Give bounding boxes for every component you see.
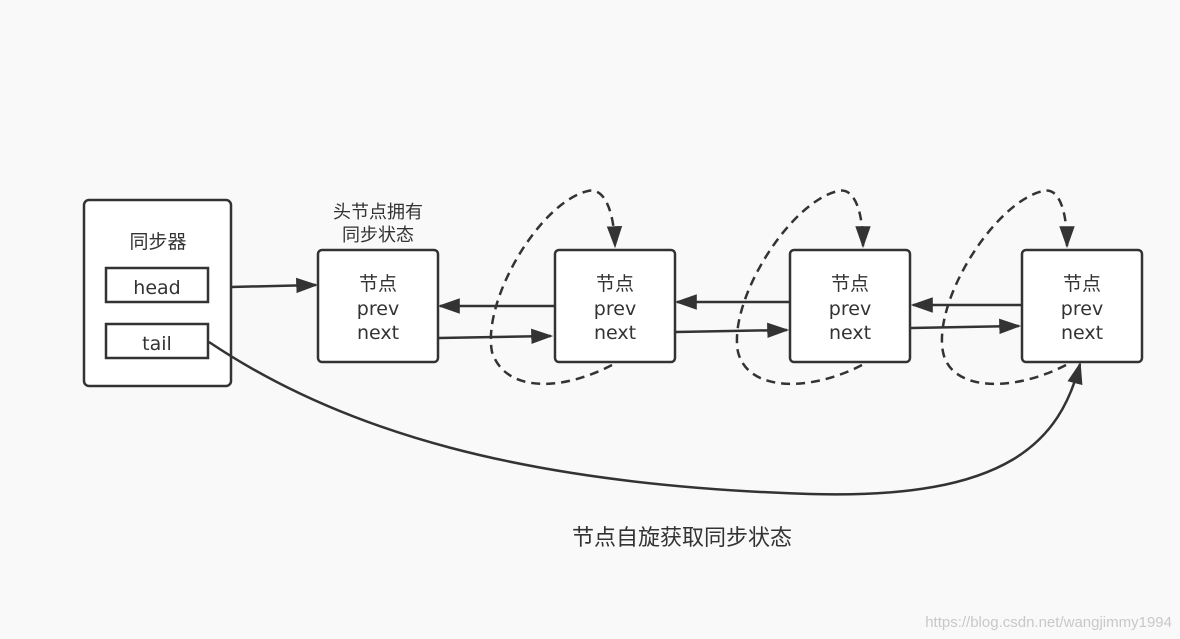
watermark: https://blog.csdn.net/wangjimmy1994 (925, 614, 1172, 631)
node-prev: prev (357, 298, 399, 320)
spin-loop-1 (489, 189, 623, 386)
node-next: next (829, 322, 871, 344)
head-label: head (133, 277, 180, 299)
next-arrow-1 (438, 328, 554, 345)
node-next: next (357, 322, 399, 344)
node-title: 节点 (359, 273, 397, 295)
next-arrow-3 (910, 318, 1022, 335)
node-prev: prev (1061, 298, 1103, 320)
next-arrow-2 (675, 322, 790, 339)
node-next: next (1061, 322, 1103, 344)
tail-label: tail (142, 333, 172, 355)
synchronizer-box: 同步器 head tail (82, 198, 233, 388)
spin-loop-2 (735, 189, 871, 386)
head-field (104, 266, 210, 304)
diagram-caption: 节点自旋获取同步状态 (572, 526, 792, 551)
head-pointer-arrow (230, 277, 319, 294)
queue-node-1: 节点 prev next (316, 248, 440, 364)
tail-pointer-arrow (208, 340, 1083, 496)
node-title: 节点 (596, 273, 634, 295)
head-note-line-2: 同步状态 (342, 225, 414, 246)
queue-node-4: 节点 prev next (1020, 248, 1144, 364)
spin-loop-3 (940, 189, 1075, 386)
queue-node-2: 节点 prev next (553, 248, 677, 364)
synchronizer-title: 同步器 (129, 231, 186, 253)
tail-field (104, 322, 210, 360)
node-next: next (594, 322, 636, 344)
node-title: 节点 (831, 273, 869, 295)
node-title: 节点 (1063, 273, 1101, 295)
queue-node-3: 节点 prev next (788, 248, 912, 364)
node-prev: prev (594, 298, 636, 320)
node-prev: prev (829, 298, 871, 320)
head-note-line-1: 头节点拥有 (333, 202, 423, 223)
